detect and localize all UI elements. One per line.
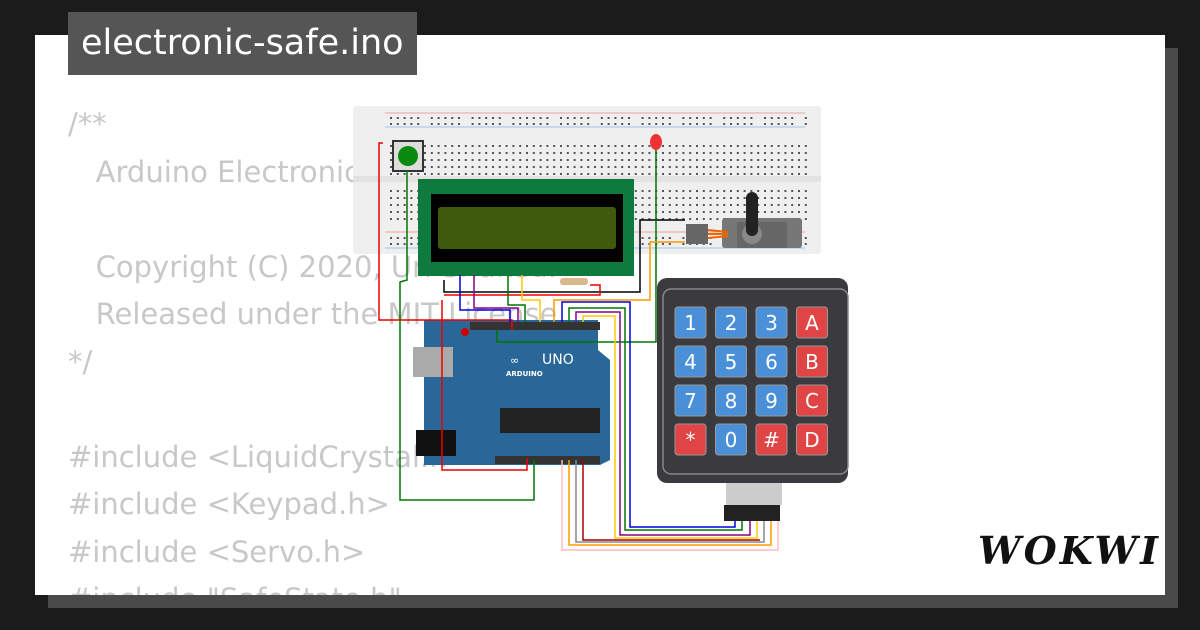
- code-line: #include <Keypad.h>: [68, 487, 390, 521]
- wokwi-logo: WOKWI: [978, 528, 1161, 573]
- file-title: electronic-safe.ino: [68, 12, 417, 75]
- pushbutton[interactable]: [392, 140, 424, 172]
- keypad-key-label: #: [763, 428, 780, 452]
- keypad-key-B[interactable]: B: [796, 345, 828, 378]
- keypad-key-label: 6: [765, 350, 778, 374]
- code-line: #include "SafeState.h": [68, 582, 402, 595]
- arduino-uno[interactable]: UNO ARDUINO ∞: [413, 320, 610, 465]
- lcd-display: [418, 179, 634, 276]
- keypad-key-9[interactable]: 9: [755, 384, 788, 417]
- code-line: */: [68, 344, 93, 379]
- keypad-key-5[interactable]: 5: [715, 345, 747, 378]
- keypad-key-label: A: [805, 311, 819, 335]
- keypad-key-label: 1: [684, 311, 697, 335]
- wires: [378, 142, 779, 551]
- keypad-key-1[interactable]: 1: [674, 306, 707, 339]
- keypad-key-2[interactable]: 2: [715, 306, 747, 339]
- keypad-key-6[interactable]: 6: [755, 345, 788, 378]
- keypad-key-label: 8: [725, 389, 738, 413]
- keypad-key-0[interactable]: 0: [715, 423, 747, 456]
- resistor: [560, 278, 588, 285]
- keypad-key-label: 2: [725, 311, 738, 335]
- arduino-model-label: UNO: [542, 352, 574, 368]
- keypad-key-D[interactable]: D: [796, 423, 828, 456]
- keypad-key-#[interactable]: #: [755, 423, 788, 456]
- keypad-key-label: 9: [765, 389, 778, 413]
- keypad-key-A[interactable]: A: [796, 306, 828, 339]
- keypad-key-C[interactable]: C: [796, 384, 828, 417]
- keypad-key-label: 7: [684, 389, 697, 413]
- keypad-key-label: *: [686, 428, 696, 452]
- keypad-key-label: 0: [725, 428, 738, 452]
- keypad-key-*[interactable]: *: [674, 423, 707, 456]
- keypad-key-4[interactable]: 4: [674, 345, 707, 378]
- keypad-key-3[interactable]: 3: [755, 306, 788, 339]
- keypad-key-7[interactable]: 7: [674, 384, 707, 417]
- arduino-infinity-logo: ∞: [510, 354, 519, 367]
- red-led: [650, 134, 662, 150]
- arduino-brand-label: ARDUINO: [506, 370, 543, 378]
- keypad-key-label: B: [805, 350, 819, 374]
- keypad-key-label: 5: [725, 350, 738, 374]
- keypad-key-8[interactable]: 8: [715, 384, 747, 417]
- keypad[interactable]: 1 2 3 A 4 5 6 B 7 8 9 C * 0 # D: [657, 278, 849, 521]
- servo[interactable]: [686, 192, 802, 248]
- code-line: /**: [68, 107, 107, 141]
- keypad-key-label: D: [804, 428, 819, 452]
- keypad-key-label: C: [805, 389, 819, 413]
- code-line: #include <Servo.h>: [68, 534, 366, 569]
- keypad-key-label: 3: [765, 311, 778, 335]
- keypad-key-label: 4: [684, 350, 697, 374]
